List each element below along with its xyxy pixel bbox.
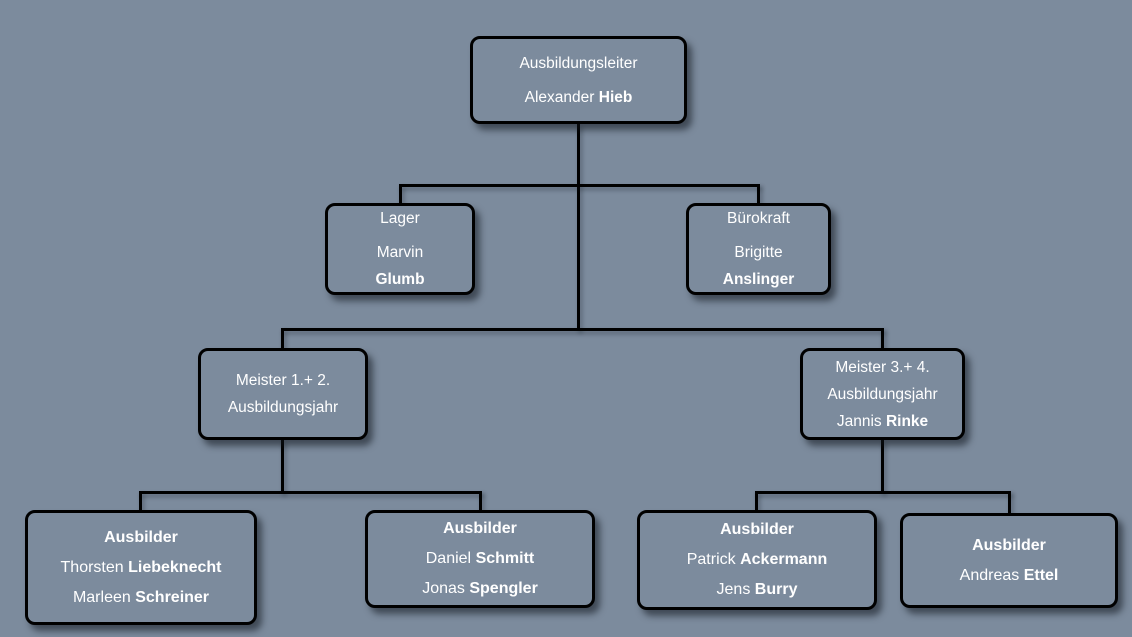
first-name: Jens [716,581,751,598]
node-meister-3-4: Meister 3.+ 4. Ausbildungsjahr Jannis Ri… [800,348,965,440]
last-name: Schreiner [135,588,210,606]
connector-meister34-vertical [881,440,884,493]
last-name: Rinke [885,412,929,430]
last-name: Liebeknecht [128,558,222,576]
node-title: Ausbilder [972,536,1046,554]
connector-drop-buerokraft [757,184,760,204]
person-name: Andreas Ettel [960,561,1059,591]
node-ausbildungsleiter: Ausbildungsleiter Alexander Hieb [470,36,687,124]
first-name: Thorsten [60,558,124,576]
last-name: Hieb [598,88,633,106]
first-name: Jannis [836,412,882,430]
node-meister-1-2: Meister 1.+ 2. Ausbildungsjahr [198,348,368,440]
person-name: Jonas Spengler [422,574,538,604]
connector-level3-horizontal [281,328,884,331]
person-name: Thorsten Liebeknecht [61,553,222,583]
last-name: Glumb [375,271,425,288]
connector-drop-ausbilder3 [755,491,758,511]
first-name: Marleen [72,588,131,606]
first-name: Alexander [524,88,595,106]
node-title-line2: Ausbildungsjahr [827,385,938,403]
first-name: Andreas [959,566,1020,584]
node-ausbilder-1: Ausbilder Thorsten Liebeknecht Marleen S… [25,510,257,625]
node-ausbilder-3: Ausbilder Patrick Ackermann Jens Burry [637,510,877,610]
last-name: Burry [754,581,798,598]
node-title: Ausbildungsleiter [519,54,638,72]
last-name: Ettel [1023,566,1059,584]
person-name: Jens Burry [717,575,798,605]
node-ausbilder-4: Ausbilder Andreas Ettel [900,513,1118,608]
connector-meister12-vertical [281,440,284,493]
node-title-line1: Meister 1.+ 2. [235,372,331,389]
connector-root-vertical [577,124,580,330]
node-title: Ausbilder [443,520,517,537]
node-title: Ausbilder [104,528,178,546]
first-name: Patrick [686,551,736,568]
node-title-line2: Ausbildungsjahr [227,399,339,416]
node-title: Ausbilder [720,521,794,538]
first-name: Marvin [376,244,424,261]
first-name: Brigitte [734,244,783,261]
node-buerokraft: Bürokraft Brigitte Anslinger [686,203,831,295]
connector-right-horizontal [755,491,1011,494]
connector-drop-ausbilder4 [1008,491,1011,514]
node-title-line1: Meister 3.+ 4. [835,358,930,376]
node-title: Bürokraft [727,210,790,227]
person-name: Marleen Schreiner [73,583,209,613]
person-name: Alexander Hieb [525,84,633,111]
connector-left-horizontal [139,491,482,494]
last-name: Anslinger [722,271,795,288]
last-name: Ackermann [740,551,828,568]
person-name: Daniel Schmitt [426,544,534,574]
connector-drop-ausbilder2 [479,491,482,511]
node-ausbilder-2: Ausbilder Daniel Schmitt Jonas Spengler [365,510,595,608]
connector-drop-meister34 [881,328,884,349]
last-name: Schmitt [475,550,535,567]
connector-drop-meister12 [281,328,284,349]
connector-drop-lager [399,184,402,204]
first-name: Daniel [425,550,472,567]
person-name: Patrick Ackermann [687,545,828,575]
connector-level2-horizontal [399,184,760,187]
first-name: Jonas [422,580,465,597]
node-lager: Lager Marvin Glumb [325,203,475,295]
person-name: Jannis Rinke [837,408,928,435]
node-title: Lager [380,210,420,227]
last-name: Spengler [469,580,538,597]
connector-drop-ausbilder1 [139,491,142,511]
